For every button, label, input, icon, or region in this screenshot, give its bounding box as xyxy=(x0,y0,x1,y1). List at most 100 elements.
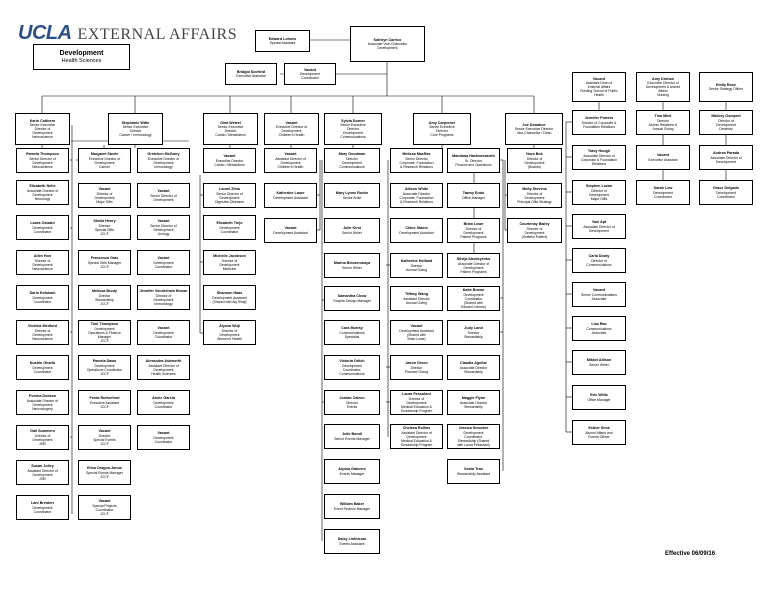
person-title-line: Patient Programs xyxy=(460,269,487,274)
person-name: Vacant xyxy=(98,187,111,192)
person-name: Laura Oswald xyxy=(30,221,55,226)
person-title-line: JCCF xyxy=(100,338,109,343)
person-name: Molly Stevens xyxy=(522,187,547,192)
person-name: Samantha Chow xyxy=(337,294,367,299)
person-name: Karin Cobbern xyxy=(29,118,56,123)
person-title-line: Scholarship Program xyxy=(400,408,433,413)
person-title-line: Development xyxy=(377,46,398,51)
person-name: Vacant xyxy=(98,499,111,504)
person-title-line: Annual Giving xyxy=(405,267,428,272)
person-title-line: Development Assistant xyxy=(273,195,308,200)
person-name: Sheila Henry xyxy=(93,219,116,224)
person-title-line: Coordinator xyxy=(220,229,239,234)
person-title-line: Digestive Diseases xyxy=(215,199,244,204)
person-title-line: Director xyxy=(467,330,480,335)
person-title-line: Development xyxy=(589,228,609,233)
person-title-line: Development xyxy=(153,160,174,165)
person-title-line: Development xyxy=(32,365,53,370)
person-title-line: Neurosurgery xyxy=(32,406,53,411)
person-title-line: Special Projects xyxy=(92,503,117,508)
person-name: Julie Kirst xyxy=(343,226,361,231)
person-name: Erica Dragon-Janus xyxy=(87,466,122,471)
person-title-line: Director of xyxy=(591,258,607,263)
person-title-line: JSEI xyxy=(38,441,47,446)
person-name: Nushin Gharib xyxy=(29,361,56,366)
person-name: Mary Goodman xyxy=(338,152,366,157)
person-title-line: Coordinator xyxy=(654,194,672,199)
person-title-line: Senior Writer xyxy=(342,230,362,235)
person-title-line: Development xyxy=(32,192,53,197)
person-title-line: Coordinator xyxy=(154,404,173,409)
person-title-line: Events Officer xyxy=(588,434,610,439)
person-title-line: Development xyxy=(32,402,53,407)
person-title-line: Coordinator xyxy=(301,76,319,81)
person-title-line: Development xyxy=(94,160,115,165)
person-name: Vacant xyxy=(157,431,170,436)
person-name: Katie Brown xyxy=(462,288,485,293)
person-title-line: Children's Health xyxy=(278,133,305,138)
person-title-line: Development xyxy=(32,437,53,442)
person-title-line: JSEI xyxy=(38,476,47,481)
person-title-line: Cancer xyxy=(99,164,110,169)
person-title-line: Corporate, Foundation xyxy=(399,195,434,200)
person-title-line: Medicine xyxy=(222,266,237,271)
person-title-line: Stewardship (Shared xyxy=(457,438,490,443)
person-name: Jordan Catron xyxy=(339,396,365,401)
person-title-line: Assistant Director of xyxy=(27,468,58,473)
person-name: Chelsea Rollins xyxy=(402,426,431,431)
person-title-line: Associate Director xyxy=(459,365,488,370)
person-name: Laura Pessutani xyxy=(402,392,431,397)
person-title-line: Assistant Director of xyxy=(148,363,179,368)
person-title-line: Coordinator, xyxy=(464,434,483,439)
person-name: Vacant xyxy=(157,326,170,331)
person-title-line: Executive Director of xyxy=(147,156,180,161)
person-title-line: Development xyxy=(653,190,673,195)
person-title-line: Planned Giving xyxy=(405,369,428,374)
person-title-line: Development xyxy=(153,260,174,265)
person-title-line: Development xyxy=(94,363,115,368)
person-name: Elizabeth Trejo xyxy=(216,221,243,226)
person-title-line: Development Assistant xyxy=(273,230,308,235)
person-title-line: Women's Health xyxy=(217,336,242,341)
person-title-line: Immunology xyxy=(154,301,173,306)
person-name: Freda Rutherford xyxy=(89,396,120,401)
person-title-line: Stewardship Assistant xyxy=(456,471,491,476)
person-title-line: Associate Director of xyxy=(26,188,59,193)
person-title-line: Associate xyxy=(591,330,607,335)
person-title-line: Director of xyxy=(34,258,51,263)
person-name: Joe Donahoe xyxy=(522,122,546,127)
person-name: Katherine Lauer xyxy=(276,191,305,196)
person-title-line: Development xyxy=(32,131,53,136)
person-title-line: Stewardship xyxy=(95,297,114,302)
person-title-line: Director xyxy=(657,118,669,123)
person-title-line: Neuroscience xyxy=(32,336,53,341)
person-title-line: Development xyxy=(32,262,53,267)
person-title-line: Development xyxy=(463,265,484,270)
